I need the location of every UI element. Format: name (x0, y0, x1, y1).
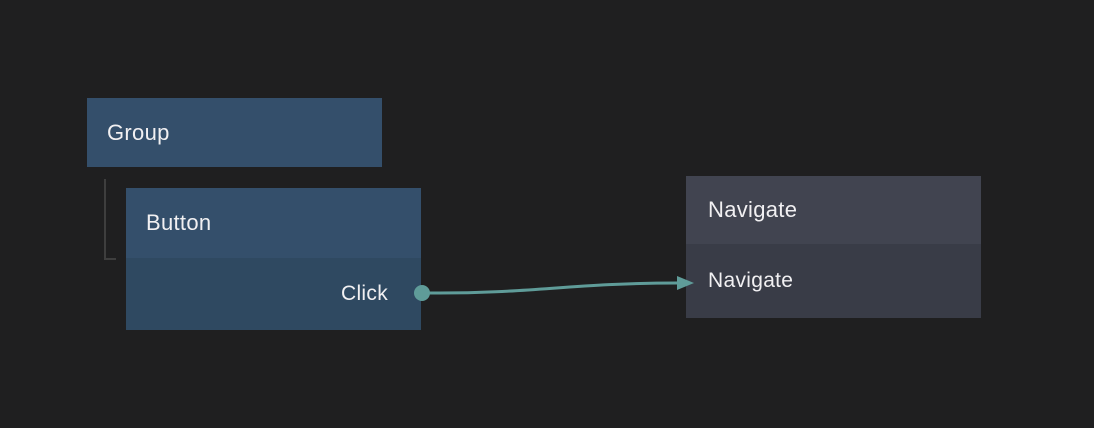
connection-edge-path[interactable] (426, 281, 679, 295)
node-navigate-title: Navigate (686, 176, 981, 244)
node-navigate[interactable]: Navigate Navigate (686, 176, 981, 318)
output-port-label-click: Click (341, 282, 388, 305)
output-port-click-dot[interactable] (414, 285, 430, 301)
node-button-title: Button (126, 188, 421, 258)
node-navigate-input-row[interactable]: Navigate (686, 244, 981, 318)
node-navigate-row-label: Navigate (708, 269, 794, 292)
connection-edge-click-to-navigate[interactable] (426, 276, 694, 295)
node-button-output-row: Click (126, 258, 421, 330)
hierarchy-connector-line (104, 179, 116, 260)
node-group-title: Group (107, 119, 170, 145)
node-group[interactable]: Group (87, 98, 382, 167)
node-button[interactable]: Button Click (126, 188, 421, 330)
